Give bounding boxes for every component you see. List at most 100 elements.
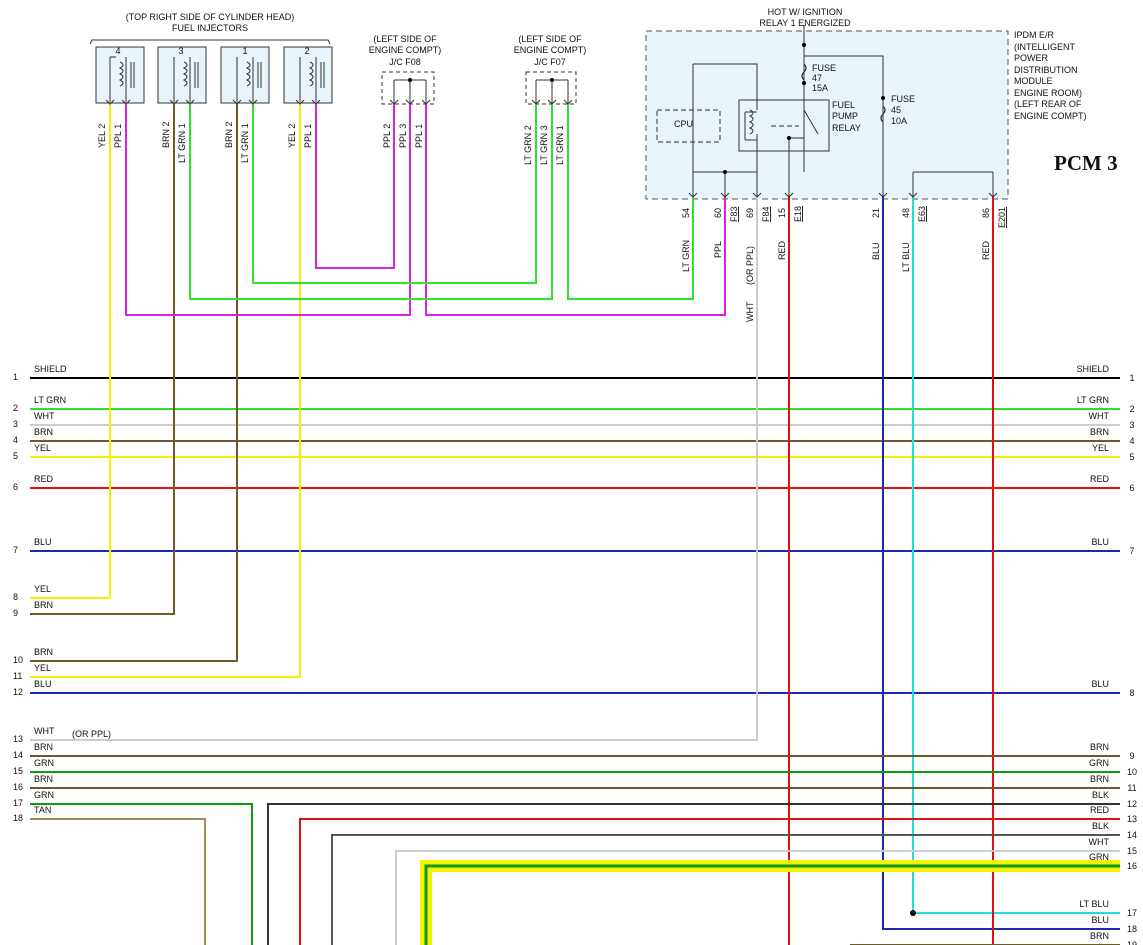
ipdm-pin-15: 15 [777, 208, 787, 218]
svg-text:ENGINE ROOM): ENGINE ROOM) [1014, 88, 1082, 98]
row-label-right-8: BLU [1091, 679, 1109, 689]
row-label-left-4: BRN [34, 427, 53, 437]
fuse-47-rating: 15A [812, 83, 828, 93]
row-number-right-15: 15 [1127, 846, 1137, 856]
row-label-right-10: GRN [1089, 758, 1109, 768]
wire-ipdm69-wht [30, 196, 758, 741]
row-number-right-16: 16 [1127, 861, 1137, 871]
row-number-left-10: 10 [13, 655, 23, 665]
connector-chevron-icon [405, 99, 415, 105]
connector-chevron-icon [908, 192, 918, 198]
inj1-pin2-label: BRN 2 [224, 121, 234, 148]
svg-text:ENGINE COMPT): ENGINE COMPT) [1014, 111, 1087, 121]
row-number-left-11: 11 [13, 671, 22, 681]
row-number-right-7: 7 [1129, 546, 1134, 556]
row-label-right-19: BRN [1090, 931, 1109, 941]
connector-chevron-icon [169, 99, 179, 105]
row-label-right-6: RED [1090, 474, 1110, 484]
wire-label-21: BLU [871, 242, 881, 260]
inj4-pin1-label: PPL 1 [113, 124, 123, 148]
wire-label-86: RED [981, 240, 991, 260]
harness-right-16-grn [424, 864, 1120, 945]
wire-label-69-wht: WHT [745, 301, 755, 322]
row-number-left-8: 8 [13, 592, 18, 602]
connector-chevron-icon [389, 99, 399, 105]
cpu-label: CPU [674, 119, 693, 129]
injector-group-bracket [89, 39, 331, 45]
connector-chevron-icon [720, 192, 730, 198]
relay-label-1: FUEL [832, 100, 855, 110]
harness-right-15-wht [395, 850, 1120, 945]
wire-inj1-ltgrn [252, 103, 537, 284]
wire-label-48: LT BLU [901, 242, 911, 272]
connector-chevron-icon [878, 192, 888, 198]
ipdm-pin-86: 86 [981, 208, 991, 218]
fuse-47-icon [801, 63, 807, 81]
connector-chevron-icon [248, 99, 258, 105]
row-label-left-17: GRN [34, 790, 54, 800]
row-number-right-17: 17 [1127, 908, 1137, 918]
jc-f08-line1: (LEFT SIDE OF [373, 34, 437, 44]
row-number-right-6: 6 [1129, 483, 1134, 493]
injector-header-line1: (TOP RIGHT SIDE OF CYLINDER HEAD) [126, 12, 295, 22]
connector-chevron-icon [105, 99, 115, 105]
row-label-left-2: LT GRN [34, 395, 66, 405]
row-label-left-11: YEL [34, 663, 51, 673]
row-number-right-2: 2 [1129, 404, 1134, 414]
wire-inj3-ltgrn [189, 103, 553, 300]
ipdm-conn-f83: F83 [729, 206, 739, 222]
ipdm-pin-54: 54 [681, 208, 691, 218]
jc-f07-line1: (LEFT SIDE OF [518, 34, 582, 44]
row-label-right-15: WHT [1089, 837, 1110, 847]
row-number-left-15: 15 [13, 766, 23, 776]
wire-inj2-ppl [315, 103, 395, 269]
inj2-pin2-label: YEL 2 [287, 124, 297, 148]
row-number-left-12: 12 [13, 687, 23, 697]
connector-chevron-icon [232, 99, 242, 105]
wire-inj2-yel [30, 103, 301, 678]
ipdm-conn-e63: E63 [917, 206, 927, 222]
ipdm-pin-60: 60 [713, 208, 723, 218]
svg-text:DISTRIBUTION: DISTRIBUTION [1014, 65, 1078, 75]
row-number-left-6: 6 [13, 482, 18, 492]
wire-label-69: (OR PPL) [745, 246, 755, 285]
row-label-left-18: TAN [34, 805, 51, 815]
row-number-right-1: 1 [1129, 373, 1134, 383]
svg-text:4: 4 [115, 46, 120, 56]
jc-f07-line3: J/C F07 [534, 57, 566, 67]
wire-layer [30, 103, 1120, 945]
fuse-47-label: FUSE [812, 63, 836, 73]
row-number-left-17: 17 [13, 798, 23, 808]
row-number-right-10: 10 [1127, 767, 1137, 777]
fuse-45-label: FUSE [891, 94, 915, 104]
inj3-pin1-label: LT GRN 1 [177, 123, 187, 163]
wire-f07-ipdm-ltgrn [567, 103, 694, 300]
row-label-left-16: BRN [34, 774, 53, 784]
svg-text:2: 2 [304, 46, 309, 56]
relay-label-2: PUMP [832, 111, 858, 121]
row-label-left-9: BRN [34, 600, 53, 610]
row-label-right-17: LT BLU [1079, 899, 1109, 909]
connector-chevron-icon [988, 192, 998, 198]
row-number-left-3: 3 [13, 419, 18, 429]
connector-chevron-icon [421, 99, 431, 105]
relay-label-3: RELAY [832, 123, 861, 133]
wire-inj4-yel [30, 103, 111, 599]
svg-text:(INTELLIGENT: (INTELLIGENT [1014, 42, 1076, 52]
injector-4: 4 [95, 46, 145, 104]
wire-label-60: PPL [713, 241, 723, 258]
ipdm-box [645, 30, 1009, 200]
connector-chevron-icon [531, 99, 541, 105]
ignition-header-line2: RELAY 1 ENERGIZED [759, 18, 851, 28]
row-number-left-1: 1 [13, 372, 18, 382]
row-number-right-14: 14 [1127, 830, 1137, 840]
injector-2: 2 [283, 46, 333, 104]
row-label-left-8: YEL [34, 584, 51, 594]
wire-label-15: RED [777, 240, 787, 260]
row-label-left-13: WHT [34, 726, 55, 736]
page-title: PCM 3 [1054, 151, 1118, 175]
jc-f08-pin-a: PPL 2 [382, 124, 392, 148]
inj4-pin2-label: YEL 2 [97, 124, 107, 148]
jc-f07-pin-b: LT GRN 3 [539, 125, 549, 165]
